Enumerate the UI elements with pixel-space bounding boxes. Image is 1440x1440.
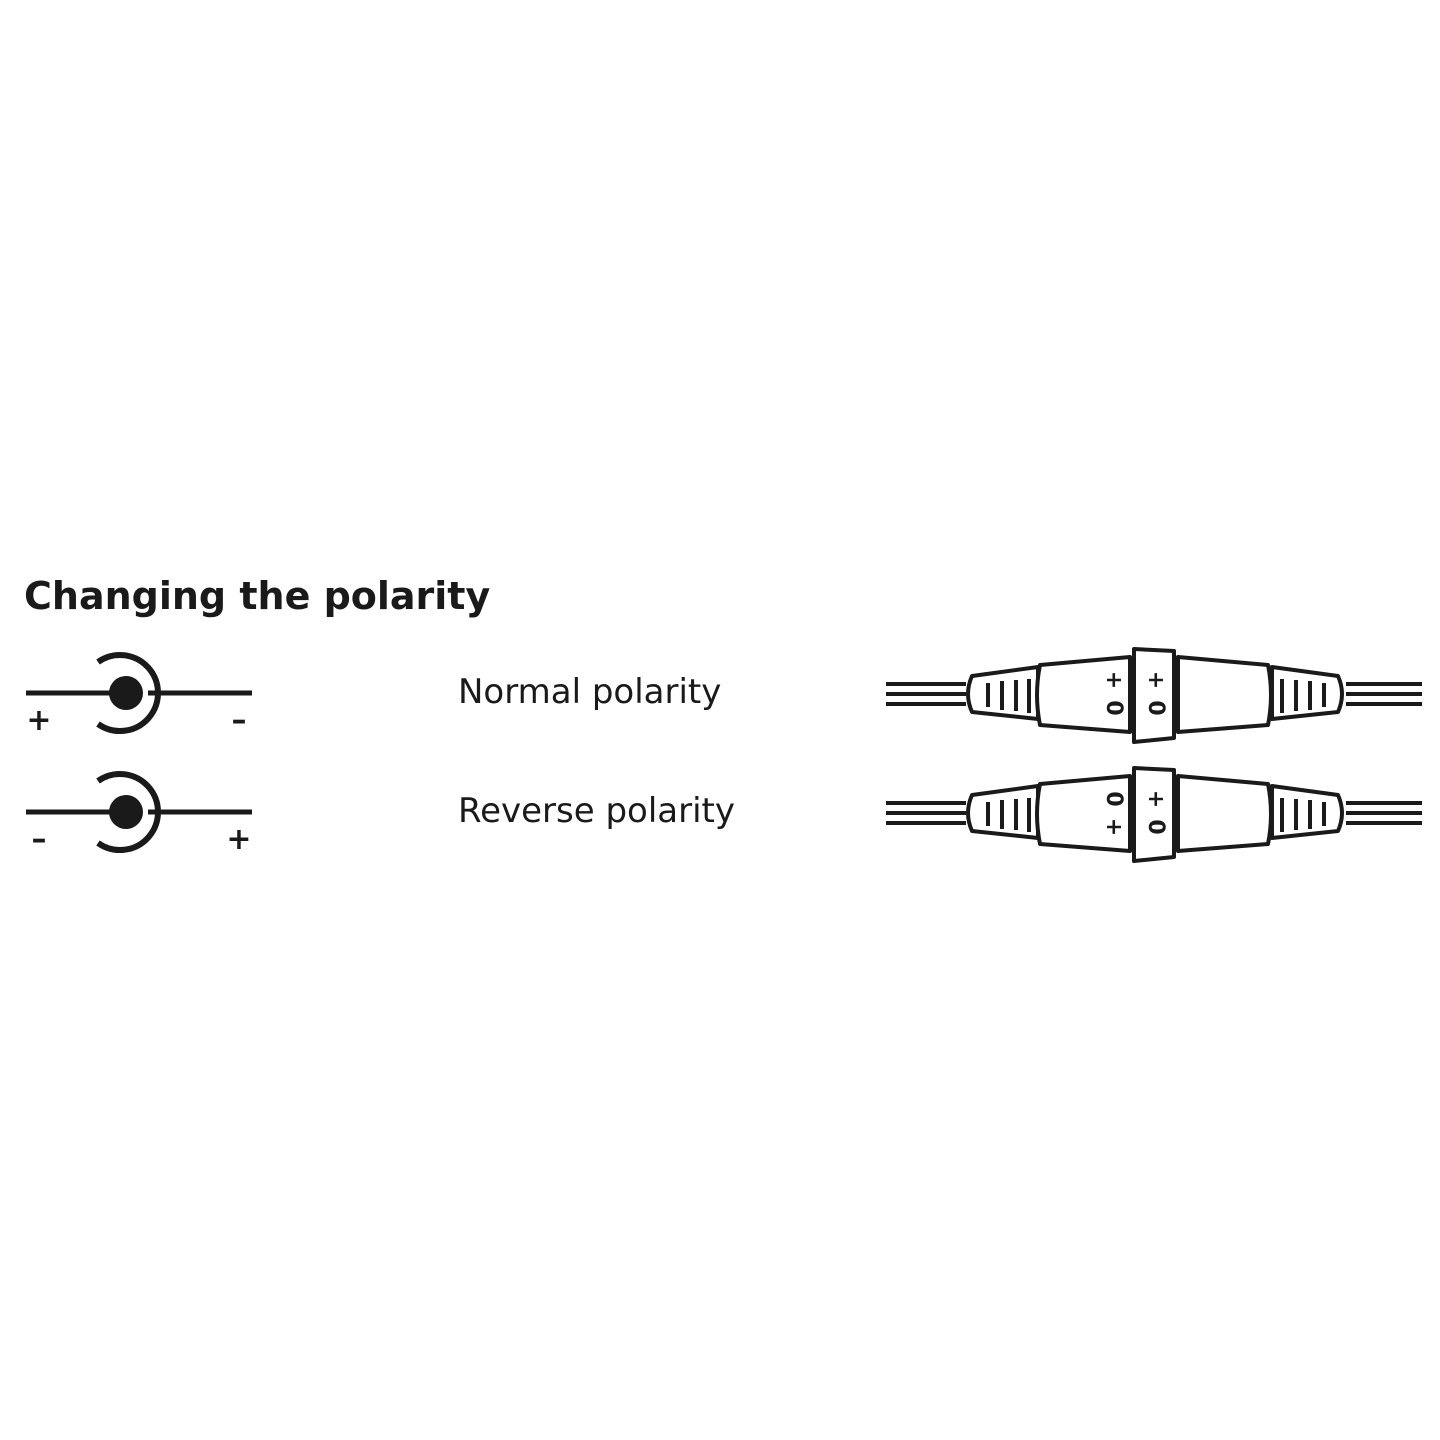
reverse-right-mark-bottom: 0 [1143,819,1168,834]
reverse-polarity-symbol-icon [26,771,252,853]
normal-left-mark-bottom: 0 [1101,700,1126,715]
normal-left-mark-top: + [1101,671,1126,689]
normal-connector-marks: + 0 + 0 [1101,671,1168,716]
normal-left-sign: + [26,703,51,738]
reverse-left-sign: – [32,822,47,857]
reverse-left-mark-top: 0 [1101,791,1126,806]
normal-right-mark-bottom: 0 [1143,700,1168,715]
reverse-right-mark-top: + [1143,790,1168,808]
reverse-left-mark-bottom: + [1101,818,1126,836]
reverse-connector-marks: 0 + + 0 [1101,790,1168,836]
normal-right-sign: – [232,703,247,738]
reverse-polarity-label: Reverse polarity [458,791,736,831]
page-title: Changing the polarity [24,574,491,618]
normal-right-mark-top: + [1143,671,1168,689]
normal-polarity-label: Normal polarity [458,672,722,712]
reverse-connector-icon [886,766,1422,863]
normal-connector-icon [886,647,1422,744]
normal-polarity-symbol-icon [26,652,252,734]
reverse-right-sign: + [226,822,251,857]
